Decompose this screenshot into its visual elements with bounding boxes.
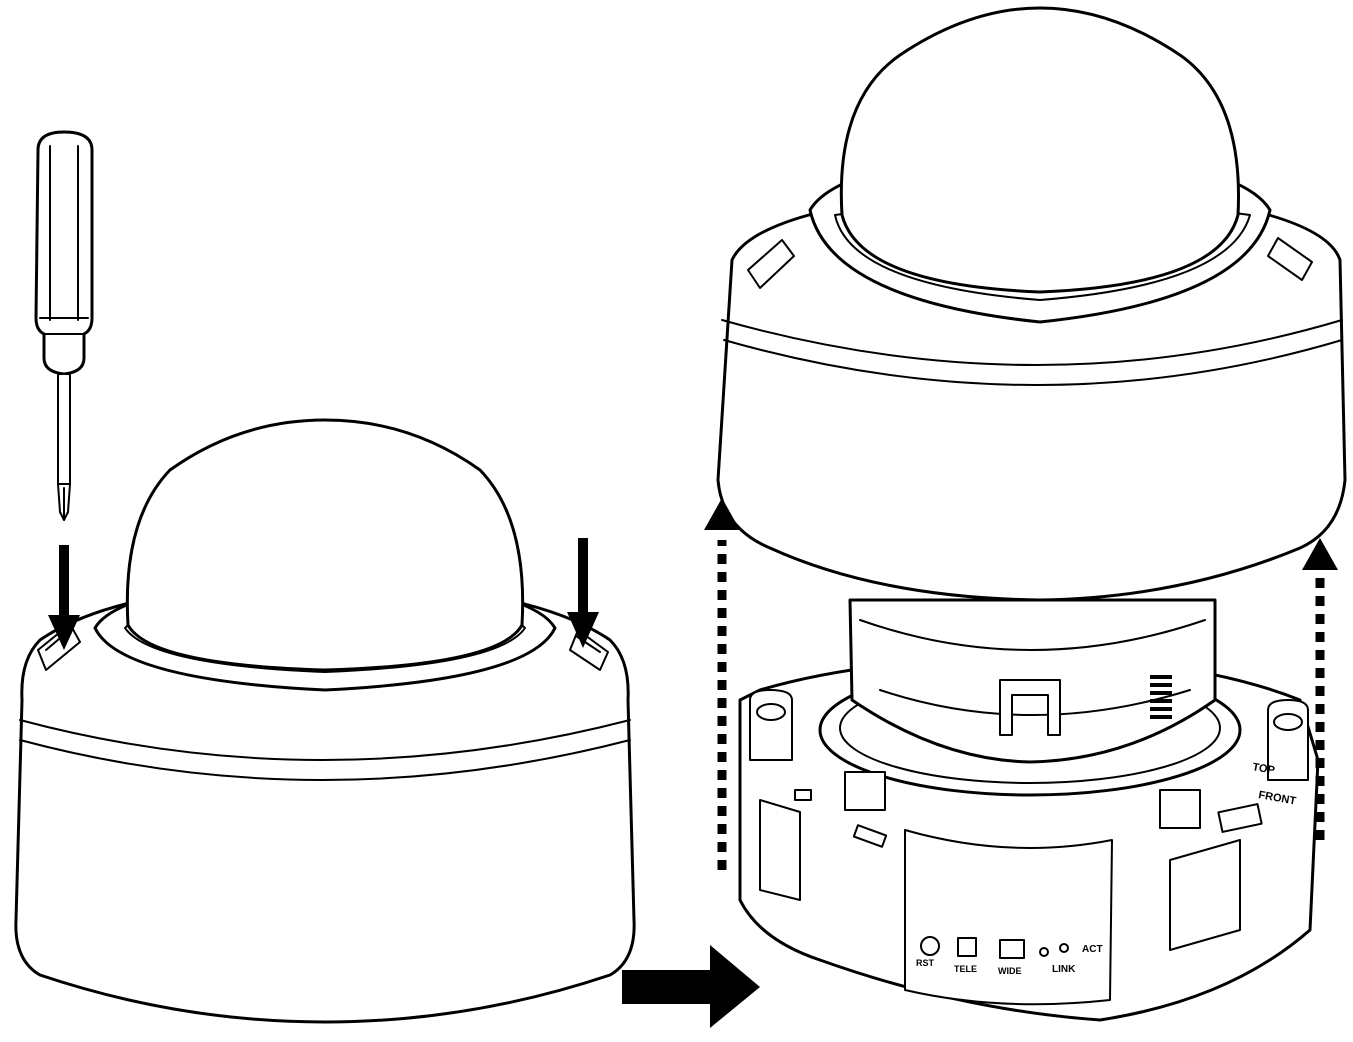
label-wide: WIDE — [998, 966, 1022, 976]
lift-arrow-left-icon — [704, 498, 740, 870]
label-top: TOP — [1251, 761, 1275, 777]
dome-cover-lifted — [716, 6, 1347, 602]
label-act: ACT — [1082, 944, 1103, 955]
screw-arrow-right-icon — [567, 538, 599, 648]
lift-arrow-right-icon — [1302, 538, 1338, 840]
label-tele: TELE — [954, 964, 977, 974]
screwdriver-icon — [34, 130, 94, 521]
label-link: LINK — [1052, 964, 1076, 975]
label-reset: RST — [916, 958, 935, 968]
camera-base-open: TOP FRONT ACT LINK RST TELE WIDE — [738, 598, 1320, 1022]
lens-gear-icon — [1150, 675, 1172, 719]
screw-arrow-left-icon — [48, 545, 80, 650]
dome-camera-closed — [14, 418, 636, 1024]
next-step-arrow-icon — [622, 945, 760, 1028]
